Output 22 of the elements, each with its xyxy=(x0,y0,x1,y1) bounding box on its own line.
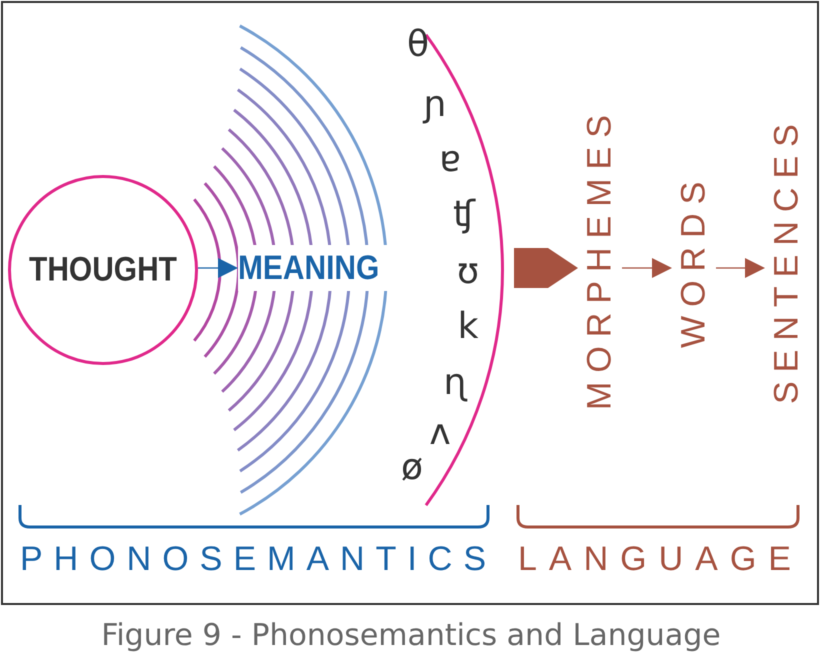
node-label: WORDS xyxy=(672,170,716,350)
caption: Figure 9 - Phonosemantics and Language xyxy=(100,618,722,653)
thought-circle xyxy=(8,175,198,365)
phonetic-symbol: ɳ xyxy=(443,365,467,401)
section-label: PHONOSEMANTICS xyxy=(20,540,490,579)
arrow xyxy=(622,258,672,278)
node-label: MORPHEMES xyxy=(578,100,622,416)
phonetic-symbol: ʌ xyxy=(429,415,451,451)
arrow xyxy=(514,248,578,288)
phonetic-symbol: ɐ xyxy=(439,142,461,178)
node-label: MEANING xyxy=(238,245,390,291)
node-label: THOUGHT xyxy=(29,250,177,290)
node-label: SENTENCES xyxy=(765,110,809,410)
phonetic-symbol: θ xyxy=(406,27,430,63)
arrow xyxy=(198,258,238,278)
phonetic-symbol: ʊ xyxy=(456,254,480,290)
section-label: LANGUAGE xyxy=(518,540,800,579)
phonetic-symbol: ɲ xyxy=(423,87,447,123)
phonetic-symbol: ø xyxy=(400,450,424,486)
phonetic-symbol: ʧ xyxy=(453,197,475,233)
arrow xyxy=(716,258,765,278)
phonetic-symbol: k xyxy=(458,309,478,345)
